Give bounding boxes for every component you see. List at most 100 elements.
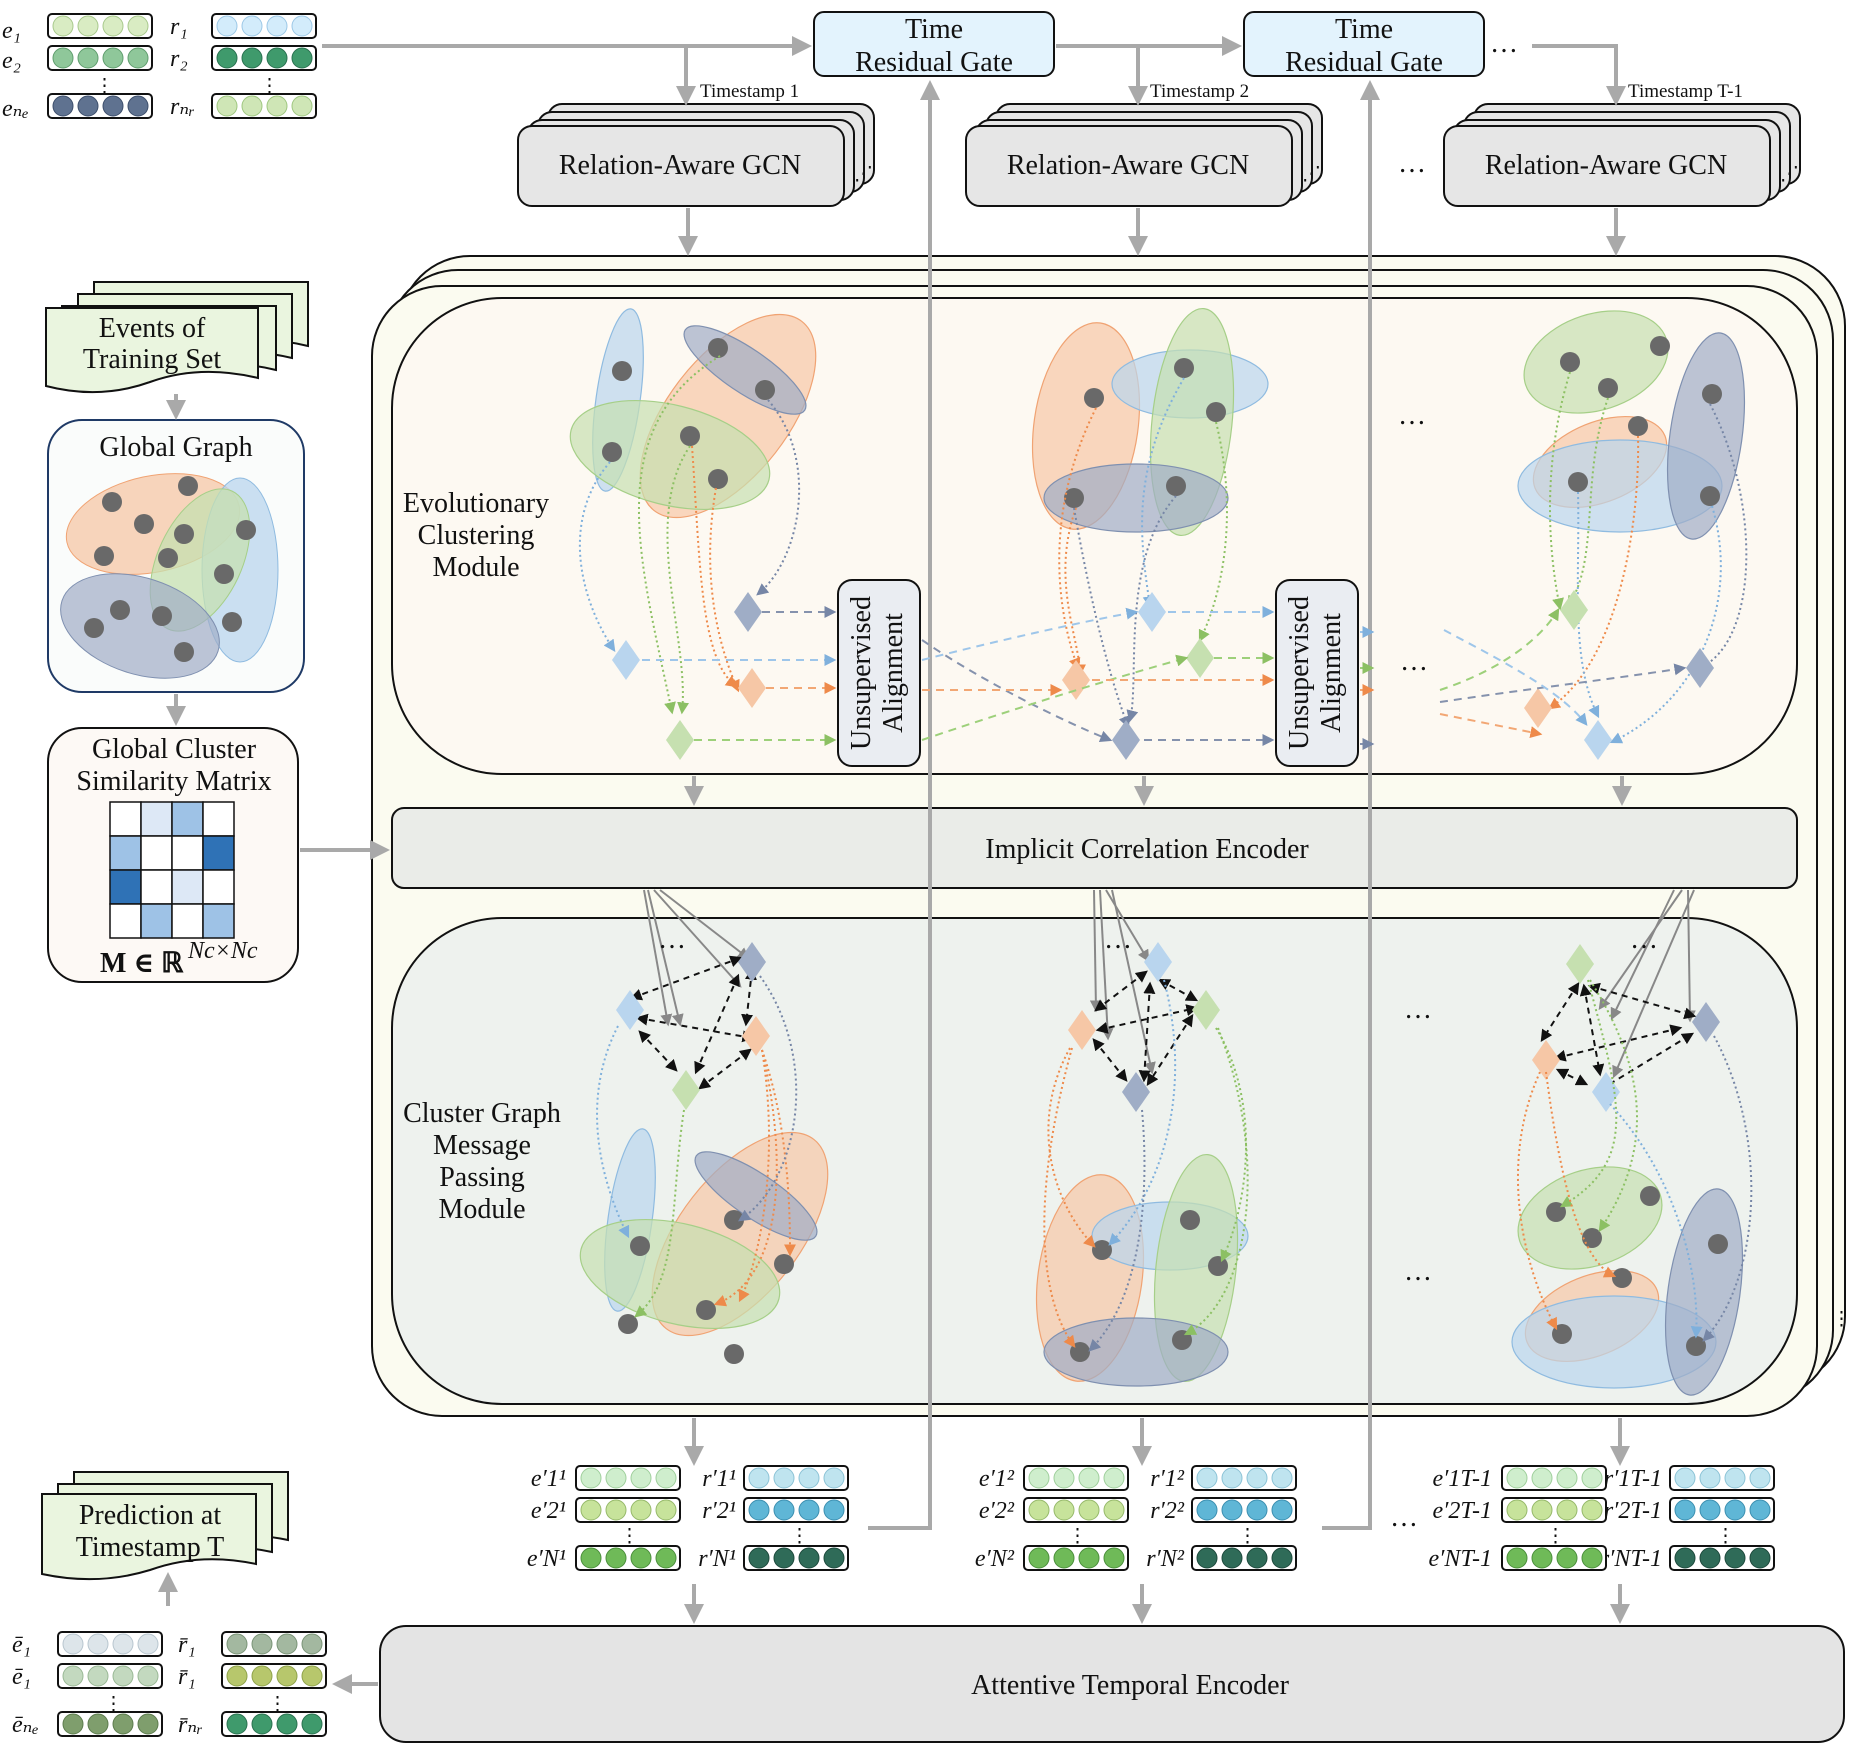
gate-2-line1: Time bbox=[1335, 14, 1393, 45]
matrix-superscript: Nc×Nc bbox=[187, 938, 258, 964]
output-relation-vector-2 bbox=[1669, 1497, 1775, 1523]
cluster-edge bbox=[756, 399, 801, 596]
embedding-cell bbox=[112, 1713, 134, 1735]
entity-node bbox=[1174, 358, 1194, 378]
output-entity-label-1: e′1T-1 bbox=[1433, 1466, 1492, 1492]
embedding-cell bbox=[1246, 1467, 1268, 1489]
cluster-edge bbox=[761, 1049, 796, 1257]
matrix-cell bbox=[202, 869, 235, 905]
embedding-cell bbox=[102, 95, 124, 117]
cluster-edge bbox=[634, 1109, 685, 1318]
cluster-graph-edge bbox=[1157, 978, 1199, 1002]
embedding-cell bbox=[77, 15, 99, 37]
cluster-diamond bbox=[1186, 638, 1214, 678]
graph-node bbox=[174, 642, 194, 662]
entity-label-1: e₁ bbox=[2, 18, 21, 44]
cluster-diamond bbox=[738, 668, 766, 708]
entity-node bbox=[1552, 1324, 1572, 1344]
entity-node bbox=[1560, 352, 1580, 372]
embedding-cell bbox=[77, 95, 99, 117]
entity-node bbox=[708, 469, 728, 489]
entity-node bbox=[1582, 1228, 1602, 1248]
cluster-edge bbox=[1058, 407, 1097, 671]
output-relation-vector-1 bbox=[743, 1465, 849, 1491]
cluster-graph-edge bbox=[741, 967, 757, 1027]
embedding-cell bbox=[301, 1713, 323, 1735]
matrix-cell bbox=[140, 903, 173, 939]
embedding-cell bbox=[1581, 1499, 1603, 1521]
input-embeddings: e₁ e₂ eₙₑ ⋮ r₁ r₂ rₙᵣ ⋮ bbox=[2, 14, 279, 122]
embedding-cell bbox=[266, 15, 288, 37]
output-entity-vector-1 bbox=[575, 1465, 681, 1491]
output-relation-vector-2 bbox=[743, 1497, 849, 1523]
embedding-cell bbox=[1699, 1467, 1721, 1489]
output-relation-label-n: r′N¹ bbox=[698, 1546, 736, 1572]
embedding-cell bbox=[1724, 1467, 1746, 1489]
time-residual-gate-1: Time Residual Gate bbox=[813, 11, 1055, 78]
relation-vector-2 bbox=[211, 45, 317, 71]
output-relation-label-1: r′1T-1 bbox=[1604, 1466, 1662, 1492]
cluster-ellipse bbox=[1517, 1166, 1663, 1270]
embedding-cell bbox=[630, 1547, 652, 1569]
cluster-diamond bbox=[742, 1016, 770, 1056]
embedding-cell bbox=[605, 1547, 627, 1569]
embedding-cell bbox=[655, 1467, 677, 1489]
embedding-cell bbox=[1674, 1547, 1696, 1569]
output-entity-label-n: e′N¹ bbox=[527, 1546, 566, 1572]
flow-arrows bbox=[158, 36, 1632, 1694]
output-entity-label-n: e′N² bbox=[975, 1546, 1015, 1572]
cluster-diamond bbox=[1122, 1072, 1150, 1112]
output-entity-vector-2 bbox=[575, 1497, 681, 1523]
output-entity-vector-2 bbox=[1501, 1497, 1607, 1523]
gcn-stack-2: Relation-Aware GCN⋰ bbox=[965, 103, 1323, 207]
cluster-diamond bbox=[738, 942, 766, 982]
embedding-cell bbox=[251, 1633, 273, 1655]
embedding-cell bbox=[127, 15, 149, 37]
alignment-edge bbox=[1443, 629, 1588, 726]
attentive-temporal-encoder-label: Attentive Temporal Encoder bbox=[971, 1670, 1290, 1701]
output-entity-label-2: e′2² bbox=[979, 1498, 1015, 1524]
top-dots-3: … bbox=[1630, 924, 1658, 955]
embedding-cell bbox=[1271, 1499, 1293, 1521]
output-relation-vdots: ⋮ bbox=[1716, 1526, 1735, 1547]
embedding-cell bbox=[773, 1547, 795, 1569]
cluster-diamond bbox=[1560, 590, 1588, 630]
prediction-label-line1: Prediction at bbox=[79, 1500, 222, 1531]
embedding-cell bbox=[127, 95, 149, 117]
embedding-cell bbox=[798, 1547, 820, 1569]
graph-node bbox=[222, 612, 242, 632]
matrix-cell bbox=[171, 903, 204, 939]
output-group-1: e′1¹e′2¹e′N¹r′1¹r′2¹r′N¹⋮⋮ bbox=[527, 1465, 849, 1572]
graph-node bbox=[152, 606, 172, 626]
entity-node bbox=[1546, 1202, 1566, 1222]
matrix-cell bbox=[109, 869, 142, 905]
entity-node bbox=[1702, 384, 1722, 404]
global-graph-label: Global Graph bbox=[99, 432, 252, 463]
embedding-cell bbox=[137, 1665, 159, 1687]
embedding-cell bbox=[1221, 1547, 1243, 1569]
embedding-cell bbox=[605, 1499, 627, 1521]
entity-node bbox=[1064, 488, 1084, 508]
output-relation-label-2: r′2¹ bbox=[702, 1498, 736, 1524]
svg-text:Cluster Graph: Cluster Graph bbox=[403, 1098, 561, 1129]
relation-vdots: ⋮ bbox=[260, 76, 279, 97]
matrix-cell bbox=[109, 835, 142, 871]
cluster-graph-edge bbox=[1095, 1004, 1199, 1034]
embedding-cell bbox=[62, 1665, 84, 1687]
embedding-cell bbox=[226, 1633, 248, 1655]
cluster-diamond bbox=[1592, 1072, 1620, 1112]
embedding-cell bbox=[226, 1665, 248, 1687]
matrix-cell bbox=[140, 835, 173, 871]
embedding-cell bbox=[291, 95, 313, 117]
embedding-cell bbox=[1699, 1547, 1721, 1569]
cluster-diamond bbox=[616, 990, 644, 1030]
gcn-label: Relation-Aware GCN bbox=[559, 150, 801, 181]
embedding-cell bbox=[1556, 1467, 1578, 1489]
entity-node bbox=[1628, 416, 1648, 436]
embedding-cell bbox=[1506, 1499, 1528, 1521]
message-ellipsis-2: … bbox=[1404, 1256, 1432, 1287]
entity-node bbox=[680, 426, 700, 446]
svg-text:Unsupervised: Unsupervised bbox=[1284, 596, 1315, 750]
embedding-cell bbox=[1053, 1499, 1075, 1521]
embedding-cell bbox=[1674, 1467, 1696, 1489]
